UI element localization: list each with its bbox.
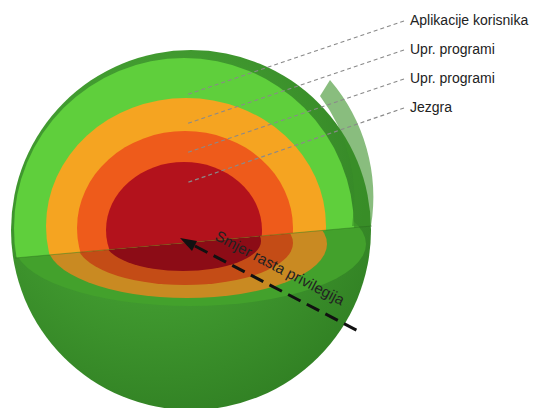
privilege-arrow: [180, 238, 362, 333]
outer-shell: [11, 50, 371, 408]
layer-label: Upr. programi: [410, 71, 495, 86]
layer-label: Aplikacije korisnika: [410, 13, 528, 28]
vertical-cut-face: [14, 58, 354, 398]
layer-label: Upr. programi: [410, 42, 495, 57]
leader-lines: [186, 21, 404, 183]
layer-label: Jezgra: [410, 100, 452, 115]
